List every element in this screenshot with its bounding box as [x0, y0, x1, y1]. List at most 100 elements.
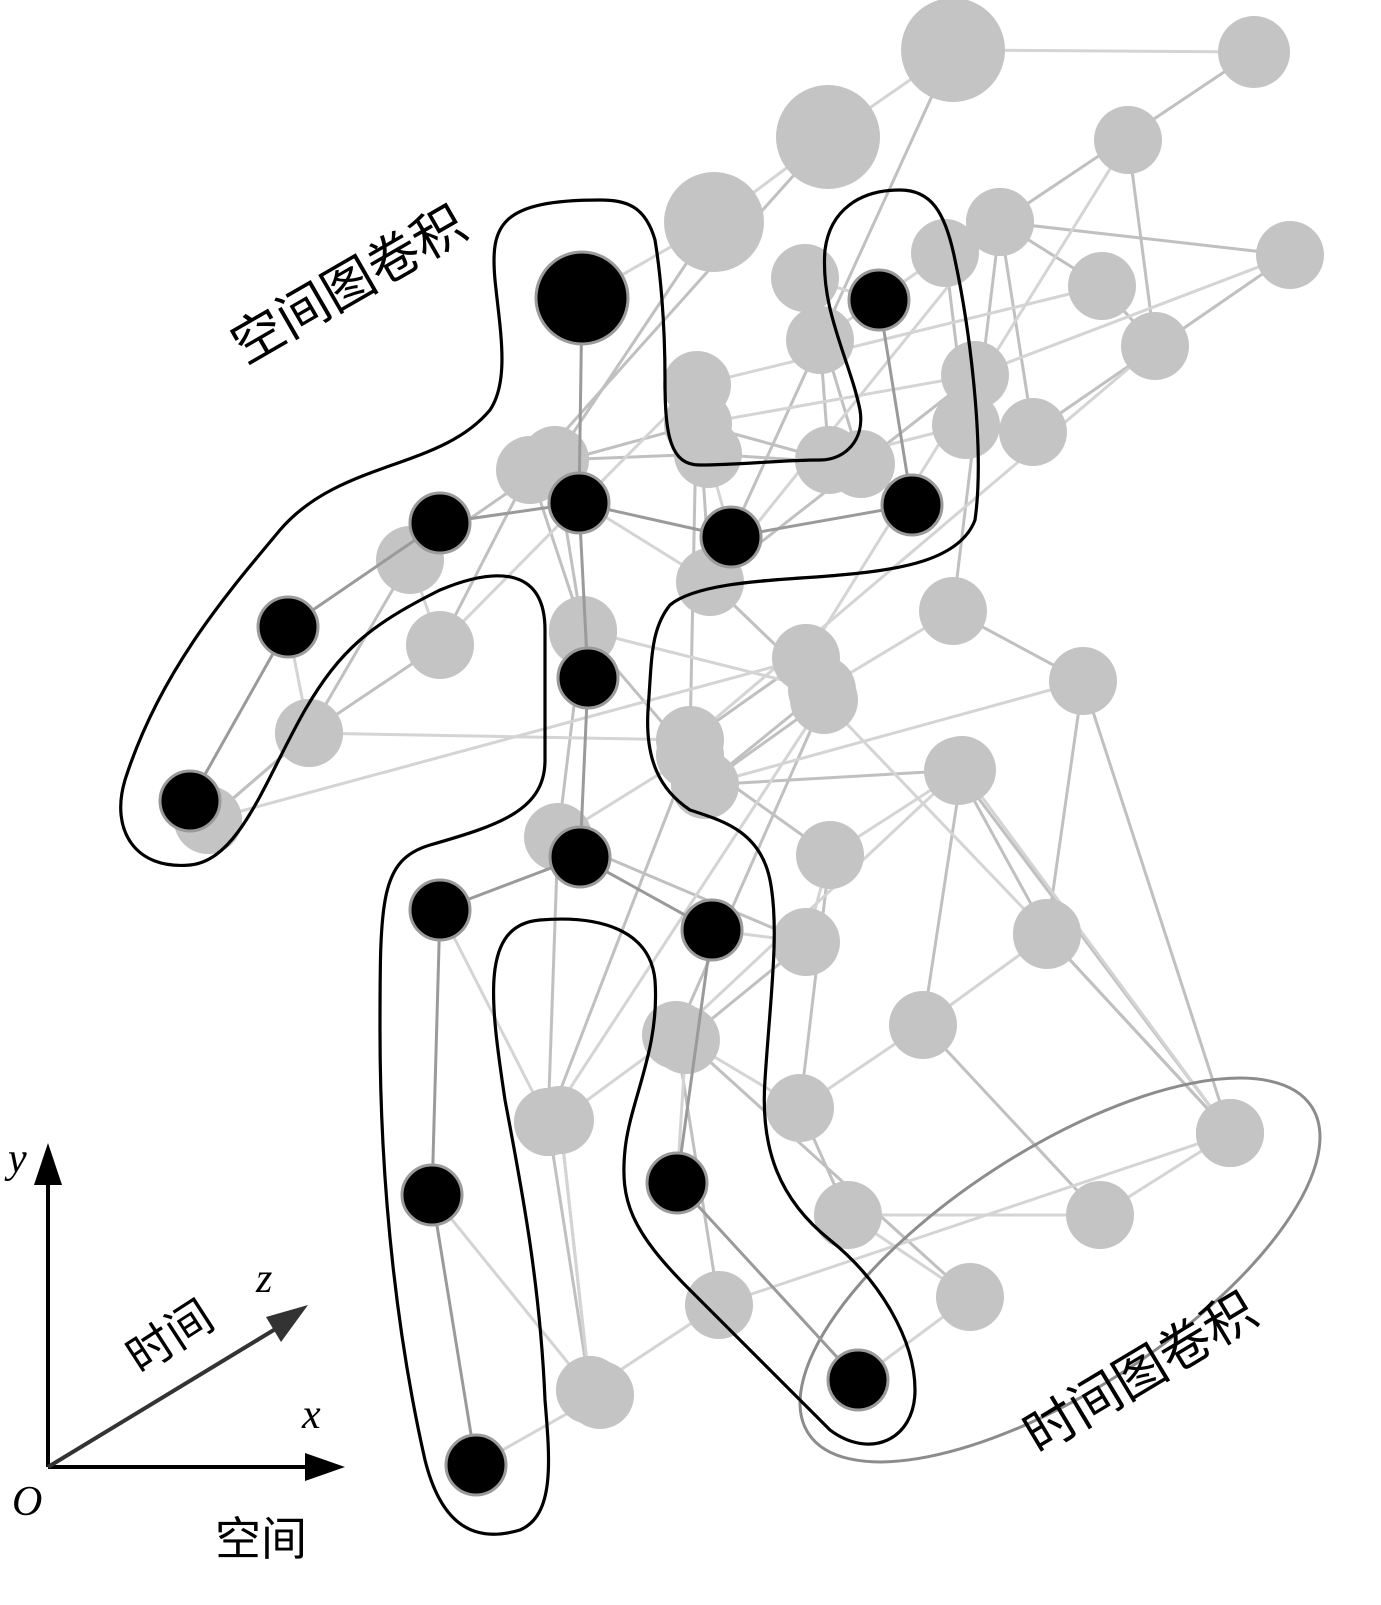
active-joint-l_elbow	[256, 595, 320, 659]
x-axis-arrowhead	[305, 1453, 345, 1481]
frame-3-joint-l_foot	[685, 1271, 753, 1339]
z-axis-arrowhead	[266, 1305, 308, 1342]
active-bone-l_elbow-l_hand	[188, 626, 290, 802]
frame-3-joint-r_hand	[911, 219, 979, 287]
frame-1-joint-l_foot	[566, 1361, 634, 1429]
frame-1-joint-r_foot	[936, 1263, 1004, 1331]
frame-3-joint-l_hip	[790, 666, 858, 734]
active-joint-l_hip	[408, 878, 472, 942]
frame-4-joint-r_shoulder	[1256, 221, 1324, 289]
frame-4-joint-l_elbow	[1121, 312, 1189, 380]
frame-1-bone-r_knee-r_foot	[684, 1038, 972, 1299]
frame-4-bone-pelvis-r_hip	[1081, 680, 1232, 1134]
frame-4-joint-l_hand	[1094, 106, 1162, 174]
active-joint-l_knee	[400, 1163, 464, 1227]
space-axis-label: 空间	[215, 1512, 307, 1566]
frame-4-joint-r_knee	[1013, 901, 1081, 969]
frame-1-joint-r_hip	[772, 908, 840, 976]
frame-3-bone-r_knee-r_foot	[921, 1023, 1102, 1217]
active-joint-r_knee	[645, 1151, 709, 1215]
active-joint-pelvis	[548, 825, 612, 889]
active-bone-r_hip-r_knee	[675, 929, 714, 1184]
spatial-conv-label: 空间图卷积	[222, 194, 477, 376]
frame-1-joint-head	[664, 172, 764, 272]
temporal-edge-l_elbow-3-4	[689, 344, 1156, 742]
temporal-edge-l_elbow-2-3	[308, 731, 691, 742]
frame-2-bone-r_hip-r_knee	[798, 854, 832, 1109]
frame-4-bone-neck-r_shoulder	[999, 220, 1291, 257]
active-bone-l_hip-l_knee	[430, 909, 442, 1196]
active-joint-r_hip	[680, 898, 744, 962]
active-joint-spine	[556, 646, 620, 710]
active-bone-r_elbow-r_hand	[877, 299, 914, 506]
active-joint-r_elbow	[880, 473, 944, 537]
active-joint-r_foot	[826, 1348, 890, 1412]
active-joint-neck	[547, 471, 611, 535]
frame-3-joint-r_hip	[928, 736, 996, 804]
background-frame-joints	[174, 0, 1324, 1429]
y-axis-arrowhead	[34, 1143, 62, 1185]
z-axis-line	[46, 1323, 284, 1469]
active-joint-l_foot	[444, 1433, 508, 1497]
active-joint-l_hand	[158, 769, 222, 833]
frame-2-joint-head	[776, 85, 880, 189]
frame-3-joint-head	[901, 0, 1005, 102]
frame-4-joint-r_hand	[966, 188, 1034, 256]
temporal-edge-l_hip-2-3	[546, 699, 826, 1123]
active-joint-r_hand	[847, 268, 911, 332]
frame-1-bone-l_hip-l_knee	[546, 1121, 592, 1391]
temporal-conv-region	[798, 1076, 1322, 1464]
frame-2-joint-pelvis	[656, 721, 724, 789]
frame-1-joint-r_elbow	[827, 430, 895, 498]
frame-4-joint-r_foot	[1196, 1099, 1264, 1167]
frame-2-joint-r_hip	[796, 821, 864, 889]
frame-2-joint-r_foot	[814, 1181, 882, 1249]
frame-4-joint-head	[1218, 16, 1290, 88]
frame-4-bone-l_elbow-l_hand	[1126, 139, 1157, 347]
temporal-edge-r_shoulder-3-4	[974, 253, 1291, 377]
temporal-edge-l_foot-3-4	[718, 1131, 1231, 1307]
frame-3-bone-pelvis-r_hip	[704, 768, 963, 787]
temporal-edge-l_knee-1-2	[558, 1119, 592, 1391]
temporal-conv-label: 时间图卷积	[1014, 1281, 1268, 1466]
y-axis-label: y	[4, 1136, 27, 1182]
temporal-edge-l_knee-3-4	[674, 769, 960, 1037]
temporal-edge-l_hand-2-3	[207, 656, 807, 822]
x-axis-label: x	[301, 1392, 321, 1438]
spatial-region-head-left-arm	[119, 188, 980, 1536]
frame-2-joint-r_knee	[766, 1074, 834, 1142]
temporal-edge-pelvis-3-4	[704, 679, 1084, 787]
active-joint-r_shoulder	[699, 505, 763, 569]
temporal-edge-r_shoulder-2-3	[697, 373, 976, 426]
frame-2-joint-r_hand	[786, 306, 854, 374]
frame-3-joint-r_knee	[889, 991, 957, 1059]
frame-4-joint-r_elbow	[999, 398, 1067, 466]
frame-3-joint-r_foot	[1066, 1181, 1134, 1249]
frame-2-joint-l_shoulder	[406, 611, 474, 679]
active-bone-l_knee-l_foot	[430, 1194, 478, 1466]
frame-1-joint-r_knee	[652, 1006, 720, 1074]
spatial-conv-regions	[119, 188, 980, 1536]
frame-3-bone-l_hip-l_knee	[674, 699, 826, 1036]
frame-1-joint-l_hip	[514, 1088, 582, 1156]
frame-1-joint-r_hand	[771, 244, 839, 312]
active-bone-r_knee-r_foot	[675, 1181, 860, 1382]
frame-3-bone-r_hip-r_knee	[921, 769, 964, 1026]
origin-label: O	[12, 1479, 42, 1525]
frame-4-joint-pelvis	[1049, 647, 1117, 715]
frame-4-bone-r_elbow-r_hand	[998, 221, 1035, 433]
frame-4-joint-spine	[919, 577, 987, 645]
frame-2-bone-pelvis-l_hip	[546, 754, 692, 1123]
coordinate-axes: y z x O 时间 空间	[4, 1136, 345, 1566]
active-joint-head	[534, 250, 630, 346]
temporal-edge-l_hip-3-4	[822, 698, 1049, 935]
temporal-edge-l_knee-0-1	[430, 1194, 592, 1391]
frame-3-joint-r_elbow	[932, 391, 1000, 459]
frame-4-bone-r_knee-r_foot	[1045, 933, 1232, 1135]
frame-4-joint-l_shoulder	[1068, 252, 1136, 320]
frame-1-bone-pelvis-l_hip	[546, 836, 560, 1123]
frame-1-joint-l_elbow	[275, 699, 343, 767]
active-frame-joints	[158, 250, 944, 1497]
frame-1-joint-r_shoulder	[674, 420, 742, 488]
